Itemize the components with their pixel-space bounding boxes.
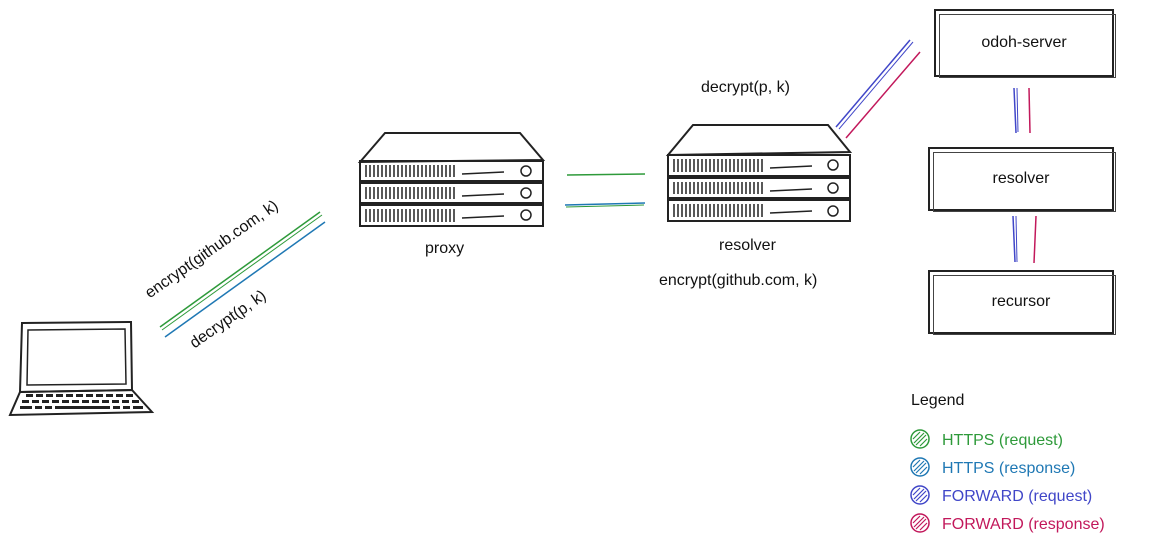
legend-label: HTTPS (response) bbox=[942, 460, 1076, 477]
legend-label: FORWARD (request) bbox=[942, 488, 1093, 505]
https-request-line-proxy bbox=[566, 173, 646, 176]
legend-item-https-request: HTTPS (request) bbox=[908, 430, 1063, 452]
forward-request-line-resolver bbox=[1013, 87, 1017, 134]
legend-swatch-https-response bbox=[910, 457, 930, 477]
legend-label: FORWARD (response) bbox=[942, 516, 1105, 533]
proxy-label: proxy bbox=[425, 240, 465, 257]
legend-item-forward-response: FORWARD (response) bbox=[908, 514, 1105, 536]
resolver-box-label: resolver bbox=[992, 170, 1050, 187]
odoh-server-box: odoh-server bbox=[934, 9, 1116, 78]
https-response-line-client bbox=[164, 221, 326, 338]
laptop-icon bbox=[8, 320, 155, 417]
legend-item-forward-request: FORWARD (request) bbox=[908, 486, 1092, 508]
legend-title: Legend bbox=[911, 392, 965, 409]
forward-response-line-odoh bbox=[845, 51, 921, 139]
recursor-label: recursor bbox=[991, 293, 1051, 310]
forward-response-line-recursor bbox=[1033, 215, 1037, 264]
proxy-server-icon bbox=[357, 132, 546, 227]
legend-label: HTTPS (request) bbox=[942, 432, 1063, 449]
resolver-server-icon bbox=[665, 124, 853, 222]
decrypt-resolver-label: decrypt(p, k) bbox=[701, 79, 790, 96]
legend-swatch-forward-request bbox=[910, 485, 930, 505]
recursor-box: recursor bbox=[928, 270, 1116, 335]
legend-swatch-https-request bbox=[910, 429, 930, 449]
forward-request-line-recursor bbox=[1012, 215, 1016, 263]
resolver-server-label: resolver bbox=[719, 237, 776, 254]
encrypt-resolver-label: encrypt(github.com, k) bbox=[659, 272, 818, 289]
odoh-server-label: odoh-server bbox=[981, 34, 1067, 51]
legend-item-https-response: HTTPS (response) bbox=[908, 458, 1075, 480]
https-response-line-proxy bbox=[564, 202, 646, 206]
forward-request-line-odoh bbox=[835, 39, 911, 128]
legend-swatch-forward-response bbox=[910, 513, 930, 533]
https-request-line-client bbox=[159, 211, 321, 328]
forward-response-line-resolver bbox=[1028, 87, 1031, 134]
resolver-box: resolver bbox=[928, 147, 1116, 212]
